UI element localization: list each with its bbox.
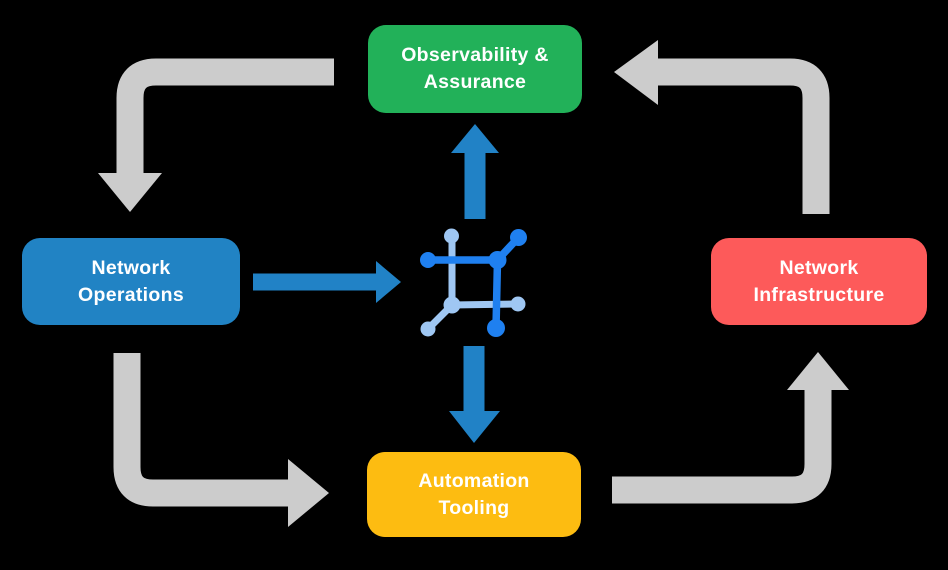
arrow-head: [614, 40, 658, 105]
arrow-head: [787, 352, 849, 390]
arrow-shaft: [116, 58, 334, 174]
arrow-head: [98, 173, 162, 212]
arrow-head: [451, 124, 499, 153]
arrow-shaft: [612, 390, 832, 504]
node-network-operations: Network Operations: [22, 238, 240, 325]
arrow-operations-to-automation: [113, 353, 329, 527]
icon-node: [487, 319, 505, 337]
arrow-head: [449, 411, 500, 443]
arrow-head: [376, 261, 401, 303]
arrow-shaft: [657, 58, 830, 214]
arrow-head: [288, 459, 329, 527]
network-nodes-icon: [420, 228, 527, 337]
icon-node: [488, 251, 507, 269]
icon-node: [510, 229, 527, 246]
arrow-automation-to-infrastructure: [612, 352, 849, 504]
arrow-operations-to-center: [253, 261, 401, 303]
icon-node: [444, 228, 459, 244]
node-label: Network Infrastructure: [753, 256, 885, 306]
arrow-infrastructure-to-observability: [614, 40, 830, 214]
node-network-infrastructure: Network Infrastructure: [711, 238, 927, 325]
arrow-center-to-automation: [449, 346, 500, 443]
icon-node: [420, 252, 436, 268]
arrow-observability-to-operations: [98, 58, 334, 212]
node-label: Network Operations: [78, 256, 184, 306]
icon-node: [443, 296, 461, 314]
node-label: Observability & Assurance: [401, 44, 549, 93]
node-observability-assurance: Observability & Assurance: [368, 25, 582, 113]
icon-node: [510, 296, 526, 312]
icon-node: [420, 321, 436, 337]
node-label: Automation Tooling: [418, 469, 530, 519]
node-automation-tooling: Automation Tooling: [367, 452, 581, 537]
arrow-shaft: [113, 353, 289, 507]
arrow-center-to-observability: [451, 124, 499, 219]
